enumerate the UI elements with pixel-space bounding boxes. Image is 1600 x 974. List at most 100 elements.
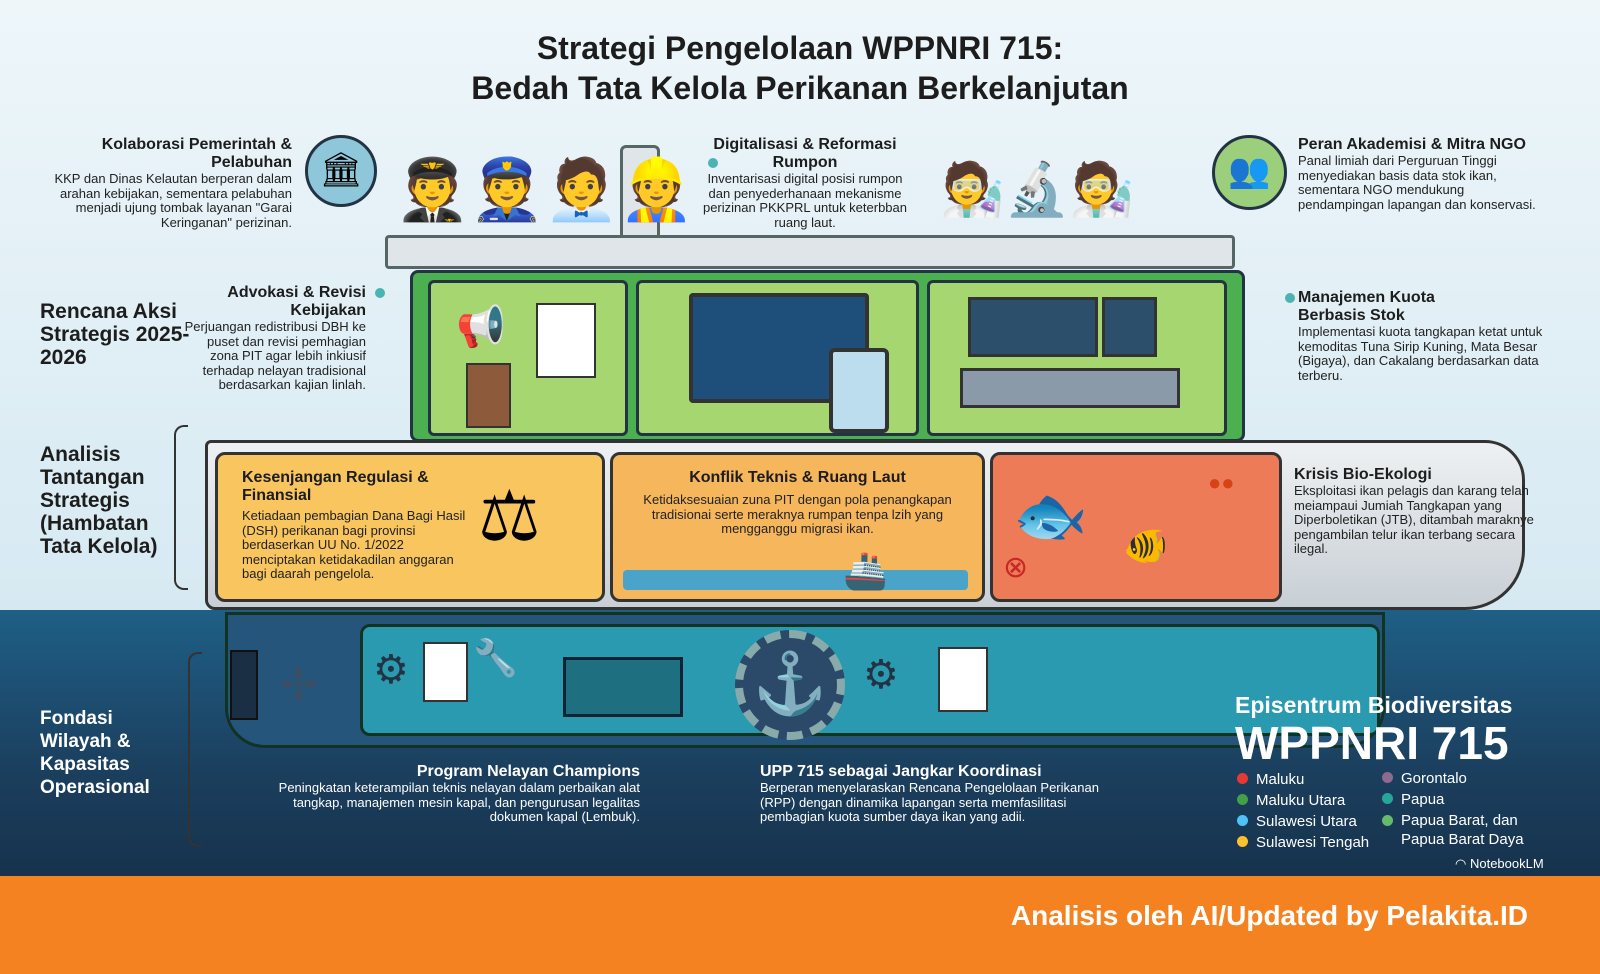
akademisi-text: Panal limiah dari Perguruan Tinggi menye… [1298,153,1536,212]
episentrum-subtitle: Episentrum Biodiversitas [1235,692,1513,718]
kolaborasi-text: KKP dan Dinas Kelautan berperan dalam ar… [54,171,292,230]
footer-bar: Analisis oleh AI/Updated by Pelakita.ID [0,876,1600,974]
title-line-1: Strategi Pengelolaan WPPNRI 715: [536,30,1064,66]
panel-krisis: 🐟 🐠 ⊗ ●● [990,452,1282,602]
sea-water-icon [623,570,968,590]
episentrum-title: WPPNRI 715 [1235,717,1509,769]
section-fondasi: Fondasi Wilayah & Kapasitas Operasional [40,708,150,798]
upp-text: Berperan menyelaraskan Rencana Pengelola… [760,780,1099,824]
cabin-panel-quota [927,280,1227,436]
callout-champions: Program Nelayan Champions Peningkatan ke… [270,763,640,825]
province-name: Papua [1401,791,1445,808]
tablet-icon [829,348,889,433]
maluku-emblem-icon [1237,773,1248,784]
province-name: Sulawesi Tengah [1256,834,1370,851]
province-item: Sulawesi Tengah [1237,832,1387,853]
kuota-text: Implementasi kuota tangkapan ketat untuk… [1298,324,1543,383]
fishing-boat-icon: 🚢 [843,550,888,591]
gear-icon: ⚙ [863,653,899,697]
champions-title: Program Nelayan Champions [416,763,640,780]
callout-krisis: Krisis Bio-Ekologi Eksploitasi ikan pela… [1294,466,1534,557]
notebooklm-logo-icon: ◠ [1455,856,1470,871]
signed-document-icon [938,647,988,712]
prohibited-icon: ⊗ [1003,551,1029,584]
panel-kesenjangan: Kesenjangan Regulasi & Finansial Ketiada… [215,452,605,602]
gauge-monitor-icon [968,297,1098,357]
kolaborasi-title: Kolaborasi Pemerintah & Pelabuhan [101,136,292,171]
rudder-icon [230,650,258,720]
papua-emblem-icon [1382,793,1393,804]
fish-eggs-icon: ●● [1208,470,1235,495]
cabin-panel-digital [636,280,919,436]
province-item: Maluku Utara [1237,790,1387,811]
province-item: Papua Barat, dan Papua Barat Daya [1382,811,1552,849]
sulawesi-utara-emblem-icon [1237,815,1248,826]
province-name: Papua Barat, dan Papua Barat Daya [1401,812,1524,848]
advokasi-text: Perjuangan redistribusi DBH ke puset dan… [184,319,366,392]
cabin-panel-advocacy: 📢 [428,280,628,436]
connector-dot [1285,293,1295,303]
callout-digitalisasi: Digitalisasi & Reformasi Rumpon Inventar… [700,136,910,230]
section-analisis: Analisis Tantangan Strategis (Hambatan T… [40,443,158,558]
callout-advokasi: Advokasi & Revisi Kebijakan Perjuangan r… [180,284,366,393]
callout-kolaborasi: Kolaborasi Pemerintah & Pelabuhan KKP da… [50,136,292,230]
papua-barat-emblem-icon [1382,815,1393,826]
anchor-gear-icon: ⚓ [735,630,845,740]
province-list-left: Maluku Maluku Utara Sulawesi Utara Sulaw… [1237,769,1387,853]
maluku-utara-emblem-icon [1237,794,1248,805]
flying-fish-icon: 🐠 [1123,525,1168,566]
chart-monitor-icon [1102,297,1157,357]
government-building-icon: 🏛 [305,135,377,207]
province-name: Sulawesi Utara [1256,813,1357,830]
officials-group-icon: 🧑‍✈️👮🧑‍💼👷 [395,156,694,223]
bracket-analisis [174,425,188,590]
kesenjangan-title: Kesenjangan Regulasi & Finansial [242,469,429,504]
province-name: Maluku Utara [1256,792,1346,809]
digitalisasi-text: Inventarisasi digital posisi rumpon dan … [702,171,908,230]
gears-icon: ⚙ [373,648,409,692]
scientists-group-icon: 🧑‍🔬🔬🧑‍🔬 [940,161,1135,219]
section-rencana-aksi: Rencana Aksi Strategis 2025-2026 [40,300,190,369]
propeller-icon: ✢ [280,661,317,710]
kuota-title: Manajemen Kuota Berbasis Stok [1298,289,1435,324]
province-item: Gorontalo [1382,769,1552,788]
province-item: Sulawesi Utara [1237,811,1387,832]
megaphone-icon: 📢 [456,305,506,349]
bracket-fondasi [188,652,202,847]
control-console-icon [960,368,1180,408]
document-icon [536,303,596,378]
province-name: Maluku [1256,771,1305,788]
krisis-title: Krisis Bio-Ekologi [1294,466,1432,483]
province-list-right: Gorontalo Papua Papua Barat, dan Papua B… [1382,769,1552,849]
academics-group-icon: 👥 [1212,135,1287,210]
digitalisasi-title: Digitalisasi & Reformasi Rumpon [713,136,897,171]
episentrum-block: Episentrum Biodiversitas WPPNRI 715 [1235,692,1512,767]
upp-title: UPP 715 sebagai Jangkar Koordinasi [760,763,1042,780]
callout-kuota: Manajemen Kuota Berbasis Stok Implementa… [1298,289,1558,383]
konflik-title: Konflik Teknis & Ruang Laut [689,469,906,486]
gorontalo-emblem-icon [1382,772,1393,783]
tools-icon: 🔧 [473,637,518,678]
sulawesi-tengah-emblem-icon [1237,836,1248,847]
kesenjangan-text: Ketiadaan pembagian Dana Bagi Hasil (DSH… [242,508,466,581]
panel-konflik: Konflik Teknis & Ruang Laut Ketidaksesua… [610,452,985,602]
checklist-document-icon [423,642,468,702]
advokasi-title: Advokasi & Revisi Kebijakan [227,284,366,319]
connector-dot [375,288,385,298]
engine-icon [563,657,683,717]
province-item: Papua [1382,790,1552,809]
scale-icon: ⚖ [478,477,541,555]
province-item: Maluku [1237,769,1387,790]
akademisi-title: Peran Akademisi & Mitra NGO [1298,136,1526,153]
title-line-2: Bedah Tata Kelola Perikanan Berkelanjuta… [471,70,1129,106]
province-name: Gorontalo [1401,770,1467,787]
champions-text: Peningkatan keterampilan teknis nelayan … [278,780,640,824]
krisis-text: Eksploitasi ikan pelagis dan karang tela… [1294,483,1534,556]
page-title: Strategi Pengelolaan WPPNRI 715: Bedah T… [0,28,1600,108]
tuna-icon: 🐟 [1013,482,1088,549]
konflik-text: Ketidaksesuaian zuna PIT dengan pola pen… [643,492,952,536]
callout-upp: UPP 715 sebagai Jangkar Koordinasi Berpe… [760,763,1120,825]
engine-room: ⚙ 🔧 ⚙ [360,624,1380,736]
podium-icon [466,363,511,428]
footer-credit: Analisis oleh AI/Updated by Pelakita.ID [1010,900,1528,931]
